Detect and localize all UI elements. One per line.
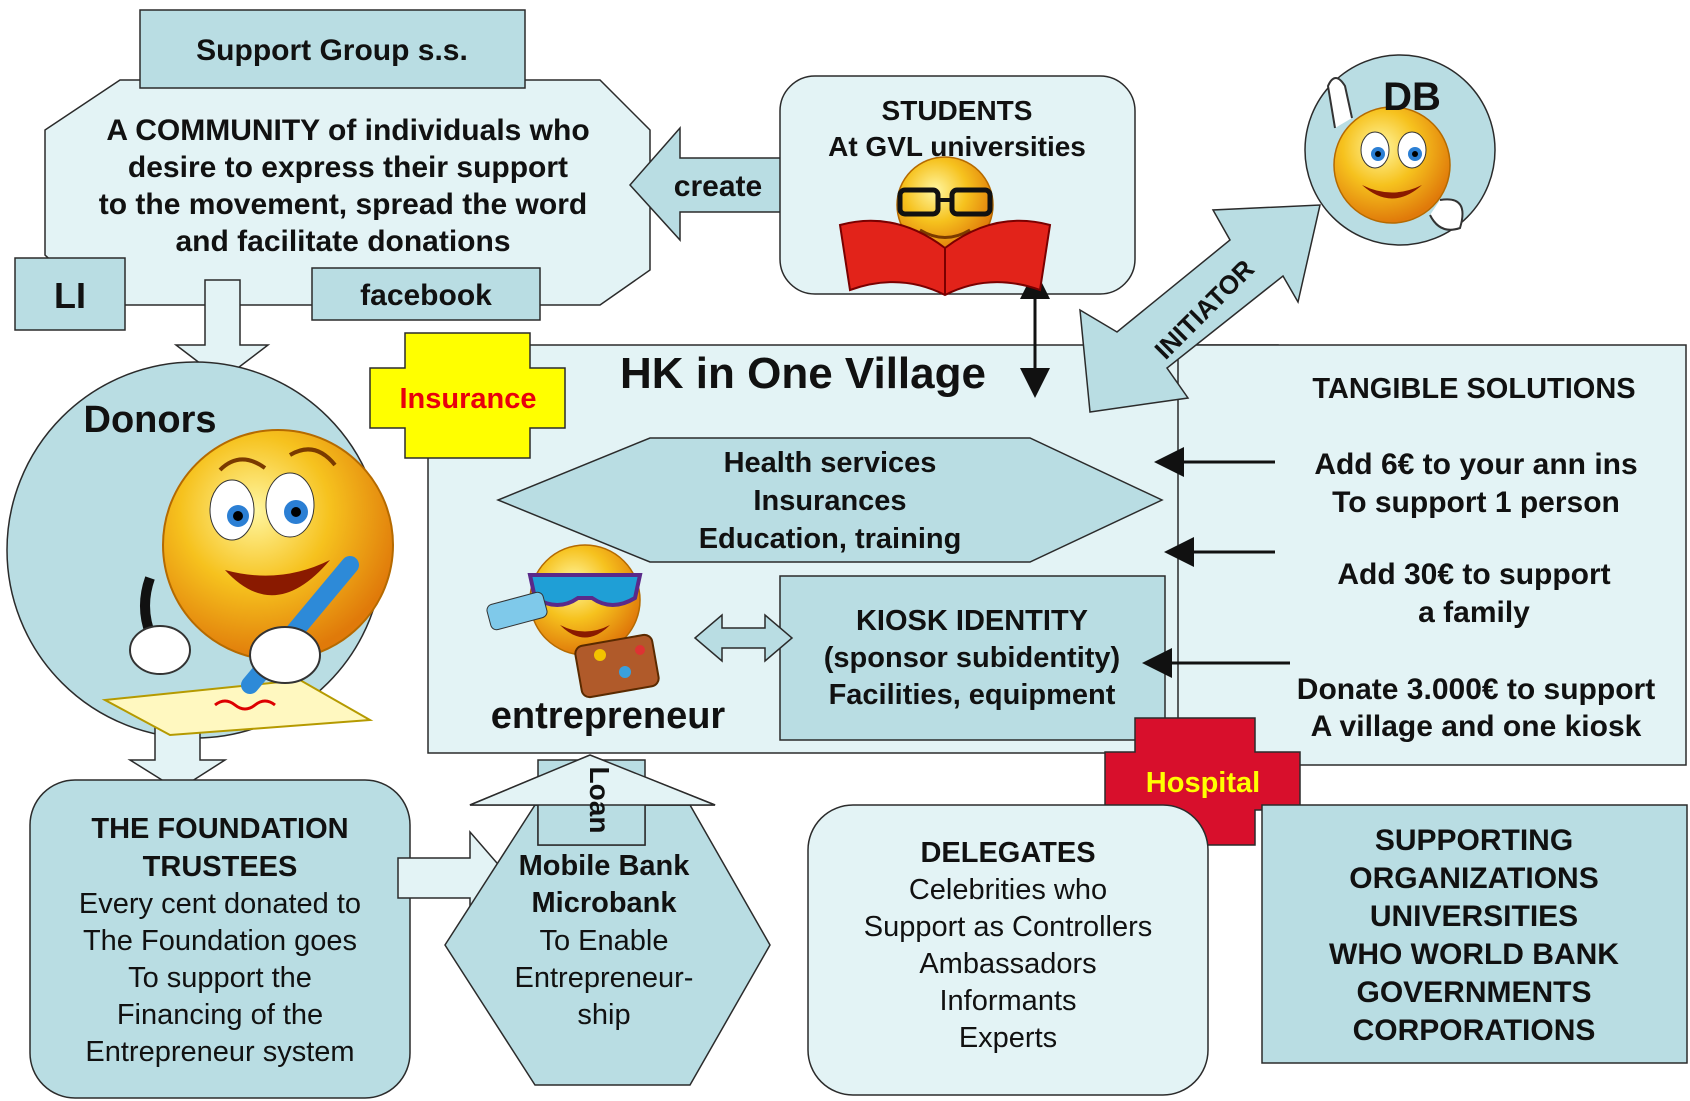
support-group-box: [139, 9, 526, 89]
foundation-line: The Foundation goes: [83, 925, 357, 957]
donor-writing-icon: [101, 429, 394, 737]
community-line: A COMMUNITY of individuals who: [106, 114, 589, 147]
kiosk-line: KIOSK IDENTITY: [856, 605, 1088, 637]
organization-line: CORPORATIONS: [1353, 1014, 1596, 1047]
hospital-label: Hospital: [1146, 767, 1260, 799]
foundation-text: THE FOUNDATION TRUSTEES Every cent donat…: [79, 813, 361, 1068]
tangible-line: To support 1 person: [1332, 486, 1620, 519]
service-line: Education, training: [699, 523, 962, 555]
initiator-arrow: [1079, 204, 1321, 413]
students-subtitle: At GVL universities: [828, 131, 1086, 162]
kiosk-box: [779, 575, 1166, 741]
services-hexagon: [496, 437, 1164, 563]
bank-line: To Enable: [540, 925, 669, 957]
bank-text: Mobile Bank Microbank To Enable Entrepre…: [515, 850, 694, 1031]
insurance-label: Insurance: [400, 383, 537, 415]
bank-line: Entrepreneur-: [515, 962, 694, 994]
community-donors-arrow: [173, 279, 271, 381]
community-text: A COMMUNITY of individuals who desire to…: [99, 114, 590, 258]
community-box: [44, 79, 651, 306]
delegates-title: DELEGATES: [920, 837, 1095, 869]
services-text: Health services Insurances Education, tr…: [699, 447, 962, 555]
delegates-line: Informants: [940, 985, 1077, 1017]
student-reading-icon: [838, 156, 1052, 297]
organizations-box: [1261, 804, 1688, 1064]
foundation-title-line: THE FOUNDATION: [91, 813, 348, 845]
kiosk-line: Facilities, equipment: [829, 679, 1116, 711]
tangible-line: Donate 3.000€ to support: [1297, 673, 1655, 706]
foundation-line: Entrepreneur system: [85, 1036, 354, 1068]
foundation-box: [29, 779, 411, 1099]
insurance-cross: [369, 332, 566, 459]
community-line: and facilitate donations: [175, 225, 510, 258]
organization-line: WHO WORLD BANK: [1329, 938, 1619, 971]
tangible-line: a family: [1418, 596, 1530, 629]
create-label: create: [674, 170, 762, 203]
entrepreneur-kiosk-arrow: [693, 613, 794, 663]
tangible-line: Add 6€ to your ann ins: [1314, 448, 1637, 481]
organization-line: SUPPORTING: [1375, 824, 1573, 857]
delegates-line: Support as Controllers: [864, 911, 1153, 943]
entrepreneur-label: entrepreneur: [491, 695, 726, 737]
bank-title-line: Mobile Bank: [519, 850, 691, 882]
delegates-text: DELEGATES Celebrities who Support as Con…: [864, 837, 1153, 1054]
foundation-title-line: TRUSTEES: [143, 851, 298, 883]
kiosk-line: (sponsor subidentity): [824, 642, 1120, 674]
community-line: to the movement, spread the word: [99, 188, 587, 221]
service-line: Insurances: [753, 485, 906, 517]
li-box: [14, 257, 126, 331]
organizations-text: SUPPORTING ORGANIZATIONS UNIVERSITIES WH…: [1329, 824, 1619, 1047]
community-line: desire to express their support: [128, 151, 568, 184]
delegates-box: [807, 804, 1209, 1096]
organization-line: UNIVERSITIES: [1370, 900, 1578, 933]
bank-title-line: Microbank: [531, 887, 677, 919]
facebook-box: [311, 267, 541, 321]
loan-label: Loan: [584, 767, 615, 834]
tangible-line: A village and one kiosk: [1311, 710, 1642, 743]
students-title: STUDENTS: [882, 95, 1033, 126]
bank-line: ship: [577, 999, 630, 1031]
kiosk-text: KIOSK IDENTITY (sponsor subidentity) Fac…: [824, 605, 1120, 711]
delegates-line: Ambassadors: [919, 948, 1096, 980]
foundation-line: Financing of the: [117, 999, 323, 1031]
tangible-line: Add 30€ to support: [1337, 558, 1610, 591]
organization-line: ORGANIZATIONS: [1349, 862, 1598, 895]
support-group-label: Support Group s.s.: [196, 34, 468, 67]
tangible-box: [1177, 344, 1687, 766]
tangible-items: Add 6€ to your ann ins To support 1 pers…: [1297, 448, 1655, 743]
db-smiley-icon: [1326, 77, 1464, 231]
delegates-line: Experts: [959, 1022, 1057, 1054]
li-label: LI: [54, 275, 86, 316]
village-title: HK in One Village: [620, 349, 986, 398]
delegates-line: Celebrities who: [909, 874, 1107, 906]
entrepreneur-icon: [486, 544, 660, 699]
service-line: Health services: [724, 447, 937, 479]
donors-label: Donors: [84, 399, 217, 441]
organization-line: GOVERNMENTS: [1356, 976, 1591, 1009]
foundation-line: To support the: [128, 962, 312, 994]
foundation-line: Every cent donated to: [79, 888, 361, 920]
tangible-title: TANGIBLE SOLUTIONS: [1312, 373, 1635, 405]
facebook-label: facebook: [360, 279, 492, 312]
db-label: DB: [1383, 75, 1441, 119]
